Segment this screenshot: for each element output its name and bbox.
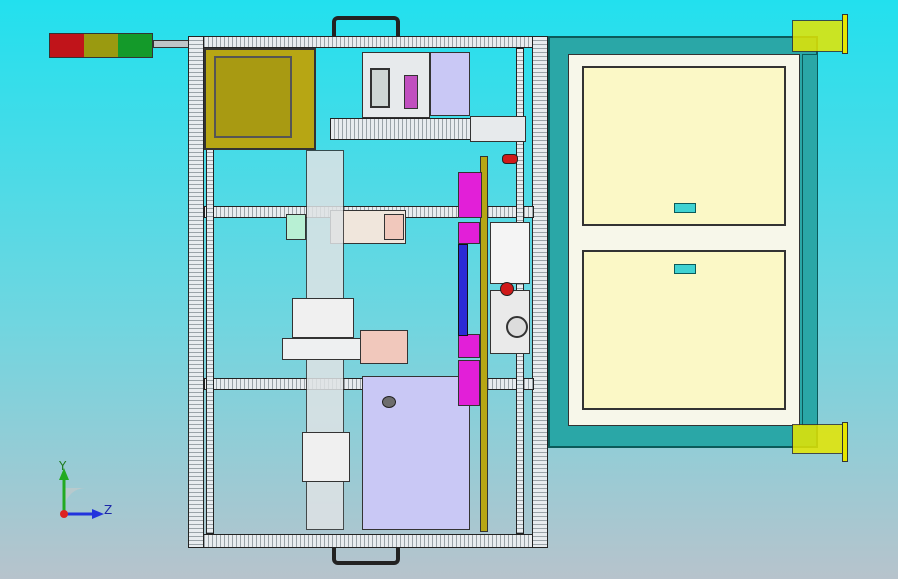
gripper-left — [286, 214, 306, 240]
top-red-knob — [502, 154, 518, 164]
io-module — [430, 52, 470, 116]
stack-light-red — [50, 34, 84, 57]
frame-right-rail — [532, 36, 548, 548]
frame-left-rail — [188, 36, 204, 548]
door-side-bar — [802, 54, 818, 426]
motor-brake-red — [500, 282, 514, 296]
top-handle[interactable] — [332, 16, 400, 38]
mounting-plate — [362, 376, 470, 530]
sensor-block — [360, 330, 408, 364]
control-box-panel — [214, 56, 292, 138]
magenta-block-1 — [458, 172, 482, 218]
hinge-top-pin — [842, 14, 848, 54]
sensor-mount — [292, 298, 354, 338]
axis-triad — [59, 468, 104, 519]
plate-knob — [382, 396, 396, 408]
door-panel-top — [582, 66, 786, 226]
x-axis-origin — [60, 510, 68, 518]
hinge-top — [792, 20, 848, 52]
upper-slide-block — [470, 116, 526, 142]
magenta-block-2 — [458, 222, 480, 244]
hinge-bottom — [792, 424, 848, 454]
motor-housing — [490, 222, 530, 284]
z-axis-label: Z — [104, 503, 113, 517]
stack-light — [49, 33, 153, 58]
axis-triad-shadow — [64, 488, 86, 510]
display-screen — [370, 68, 390, 108]
frame-bottom-rail — [188, 534, 548, 548]
magenta-block-3 — [458, 334, 480, 358]
stack-light-mount — [153, 40, 191, 48]
cylinder-cap — [384, 214, 404, 240]
blue-belt — [458, 244, 468, 336]
door-panel-bottom — [582, 250, 786, 410]
door-handle-bottom[interactable] — [674, 264, 696, 274]
terminal-block — [404, 75, 418, 109]
vertical-guide — [480, 156, 488, 532]
stack-light-yellow — [84, 34, 118, 57]
hinge-bottom-pin — [842, 422, 848, 462]
gear-wheel — [506, 316, 528, 338]
door-handle-top[interactable] — [674, 203, 696, 213]
stack-light-green — [118, 34, 152, 57]
y-axis-label: Y — [59, 459, 67, 473]
y-axis-arrow — [59, 468, 69, 480]
lower-bracket — [302, 432, 350, 482]
z-axis-arrow — [92, 509, 104, 519]
magenta-block-4 — [458, 360, 480, 406]
frame-top-rail — [188, 36, 548, 48]
bottom-handle[interactable] — [332, 545, 400, 565]
